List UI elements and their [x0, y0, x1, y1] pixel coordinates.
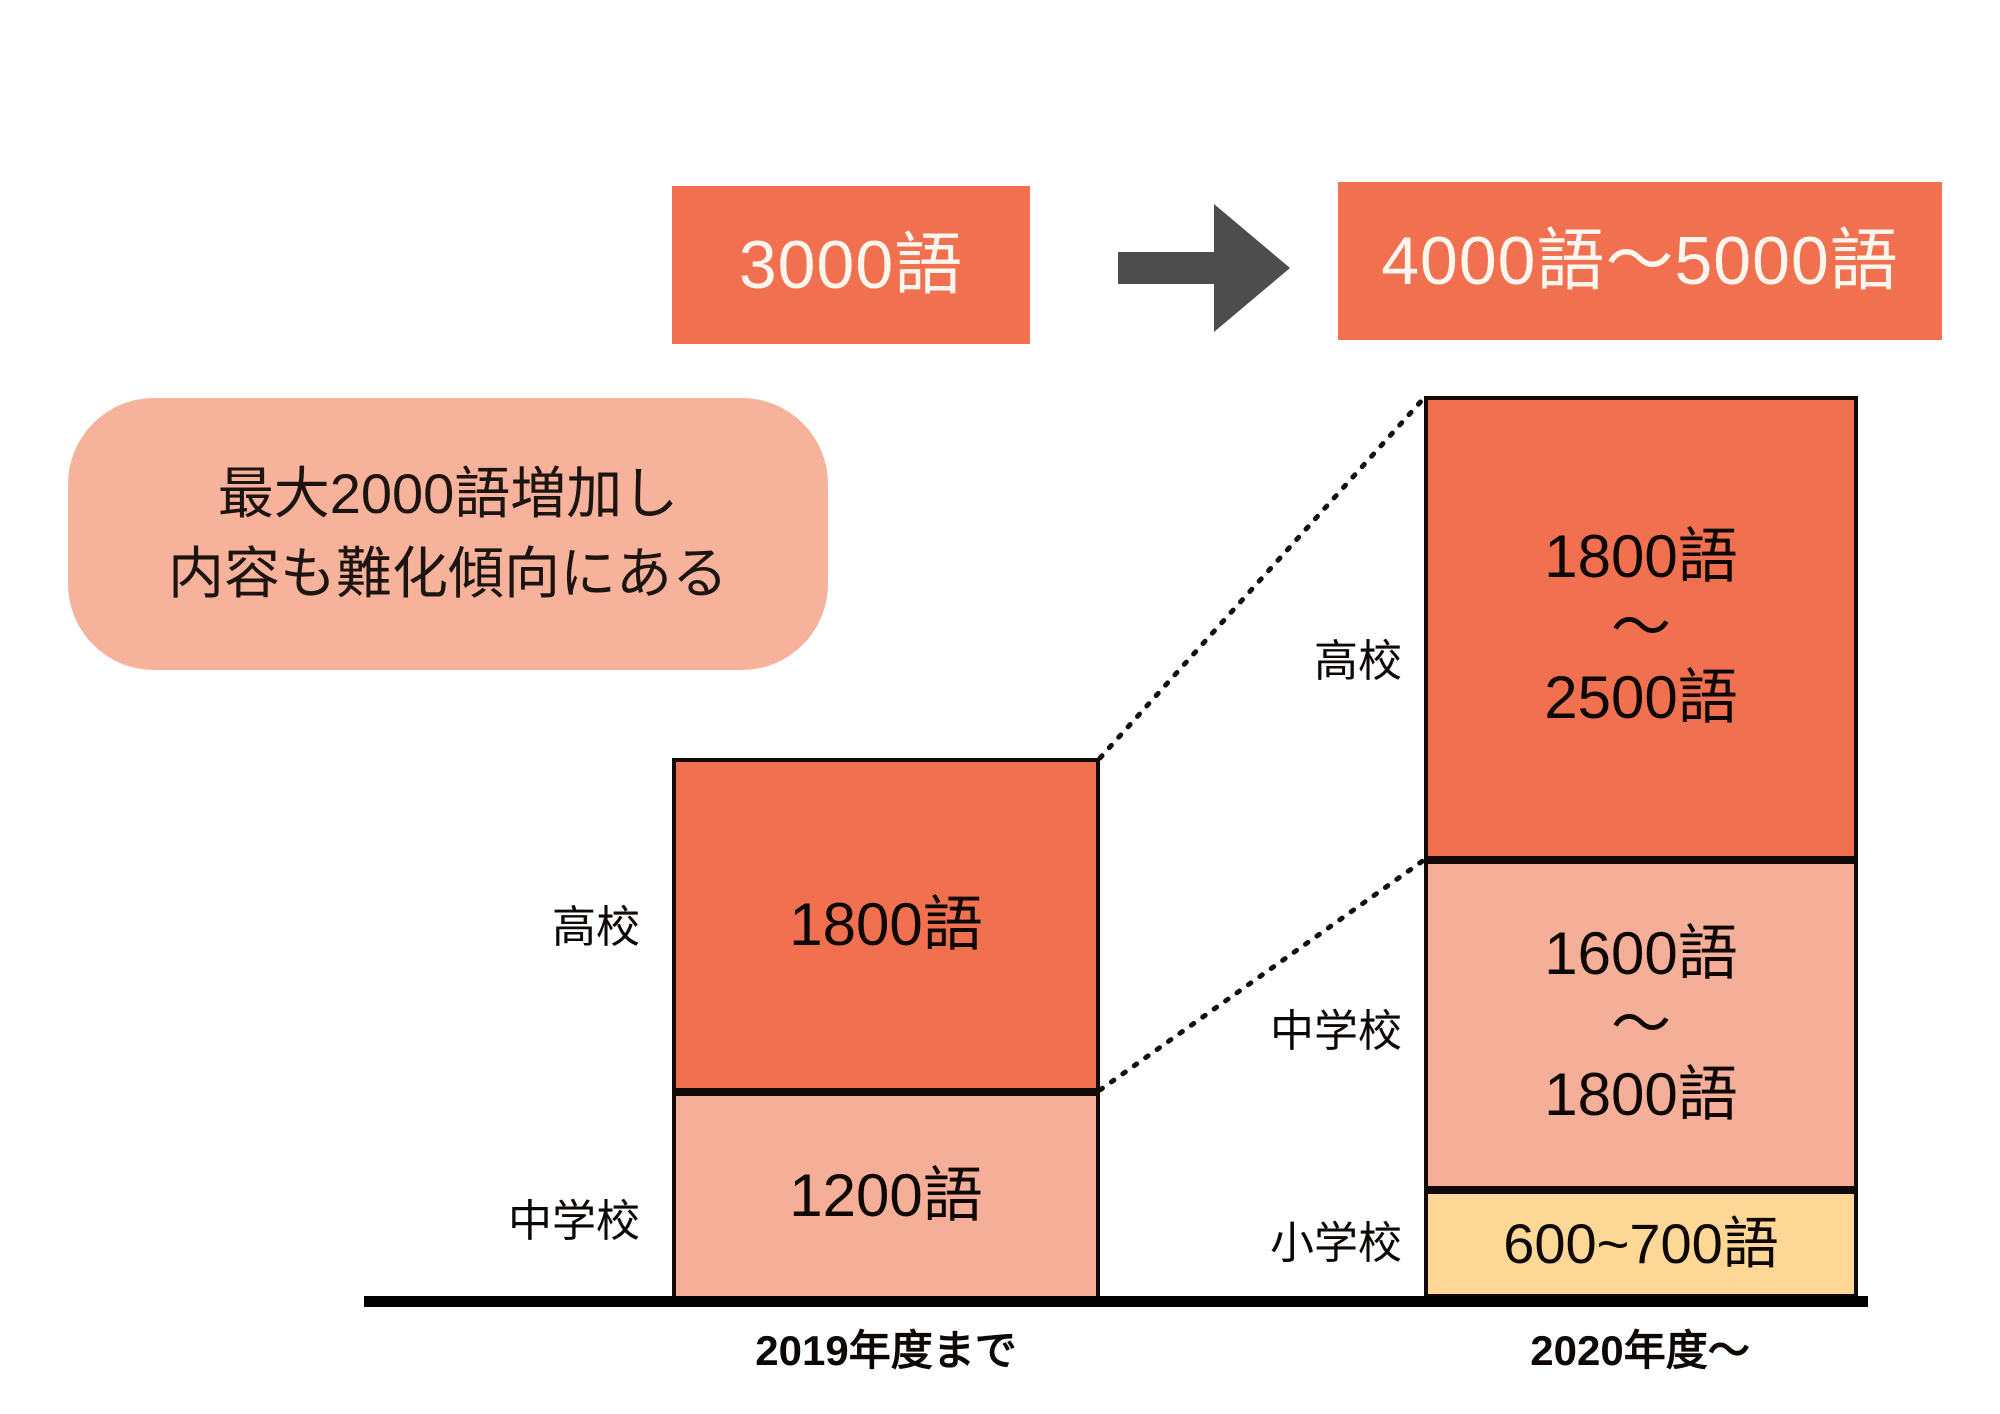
right-value-junior-high-lower: 1600語 — [1544, 919, 1738, 987]
right-bar-segment-elementary: 600~700語 — [1424, 1190, 1858, 1298]
total-before-banner: 3000語 — [672, 186, 1030, 344]
right-value-high-school-tilde: ～ — [1611, 593, 1671, 661]
left-row-label-junior-high: 中学校 — [508, 1197, 640, 1246]
arrow-right-glyph — [1118, 204, 1290, 332]
axis-label-2020: 2020年度～ — [1530, 1327, 1750, 1374]
right-value-high-school-lower: 1800語 — [1544, 522, 1738, 590]
right-row-label-junior-high: 中学校 — [1270, 1007, 1402, 1056]
right-bar-segment-high-school: 1800語 ～ 2500語 — [1424, 396, 1858, 860]
right-row-label-high-school: 高校 — [1314, 637, 1402, 686]
total-after-label: 4000語～5000語 — [1381, 223, 1899, 299]
right-value-junior-high-tilde: ～ — [1611, 990, 1671, 1058]
total-before-label: 3000語 — [738, 227, 964, 303]
callout-bubble: 最大2000語増加し 内容も難化傾向にある — [68, 398, 828, 670]
right-value-junior-high-upper: 1800語 — [1544, 1061, 1738, 1129]
left-row-label-high-school: 高校 — [552, 903, 640, 952]
total-after-banner: 4000語～5000語 — [1338, 182, 1942, 340]
arrow-right-icon — [1118, 204, 1290, 332]
right-row-label-elementary: 小学校 — [1270, 1219, 1402, 1268]
connector-line-top — [1097, 395, 1427, 761]
right-value-high-school-upper: 2500語 — [1544, 664, 1738, 732]
left-bar-segment-high-school: 1800語 — [672, 758, 1100, 1092]
baseline-axis — [364, 1296, 1868, 1307]
left-value-high-school: 1800語 — [789, 890, 983, 958]
left-value-junior-high: 1200語 — [789, 1161, 983, 1229]
left-bar-segment-junior-high: 1200語 — [672, 1092, 1100, 1300]
right-value-elementary: 600~700語 — [1503, 1211, 1779, 1275]
axis-label-2019: 2019年度まで — [755, 1327, 1017, 1374]
callout-line-1: 最大2000語増加し — [217, 461, 679, 525]
callout-line-2: 内容も難化傾向にある — [168, 542, 728, 605]
right-bar-segment-junior-high: 1600語 ～ 1800語 — [1424, 860, 1858, 1190]
